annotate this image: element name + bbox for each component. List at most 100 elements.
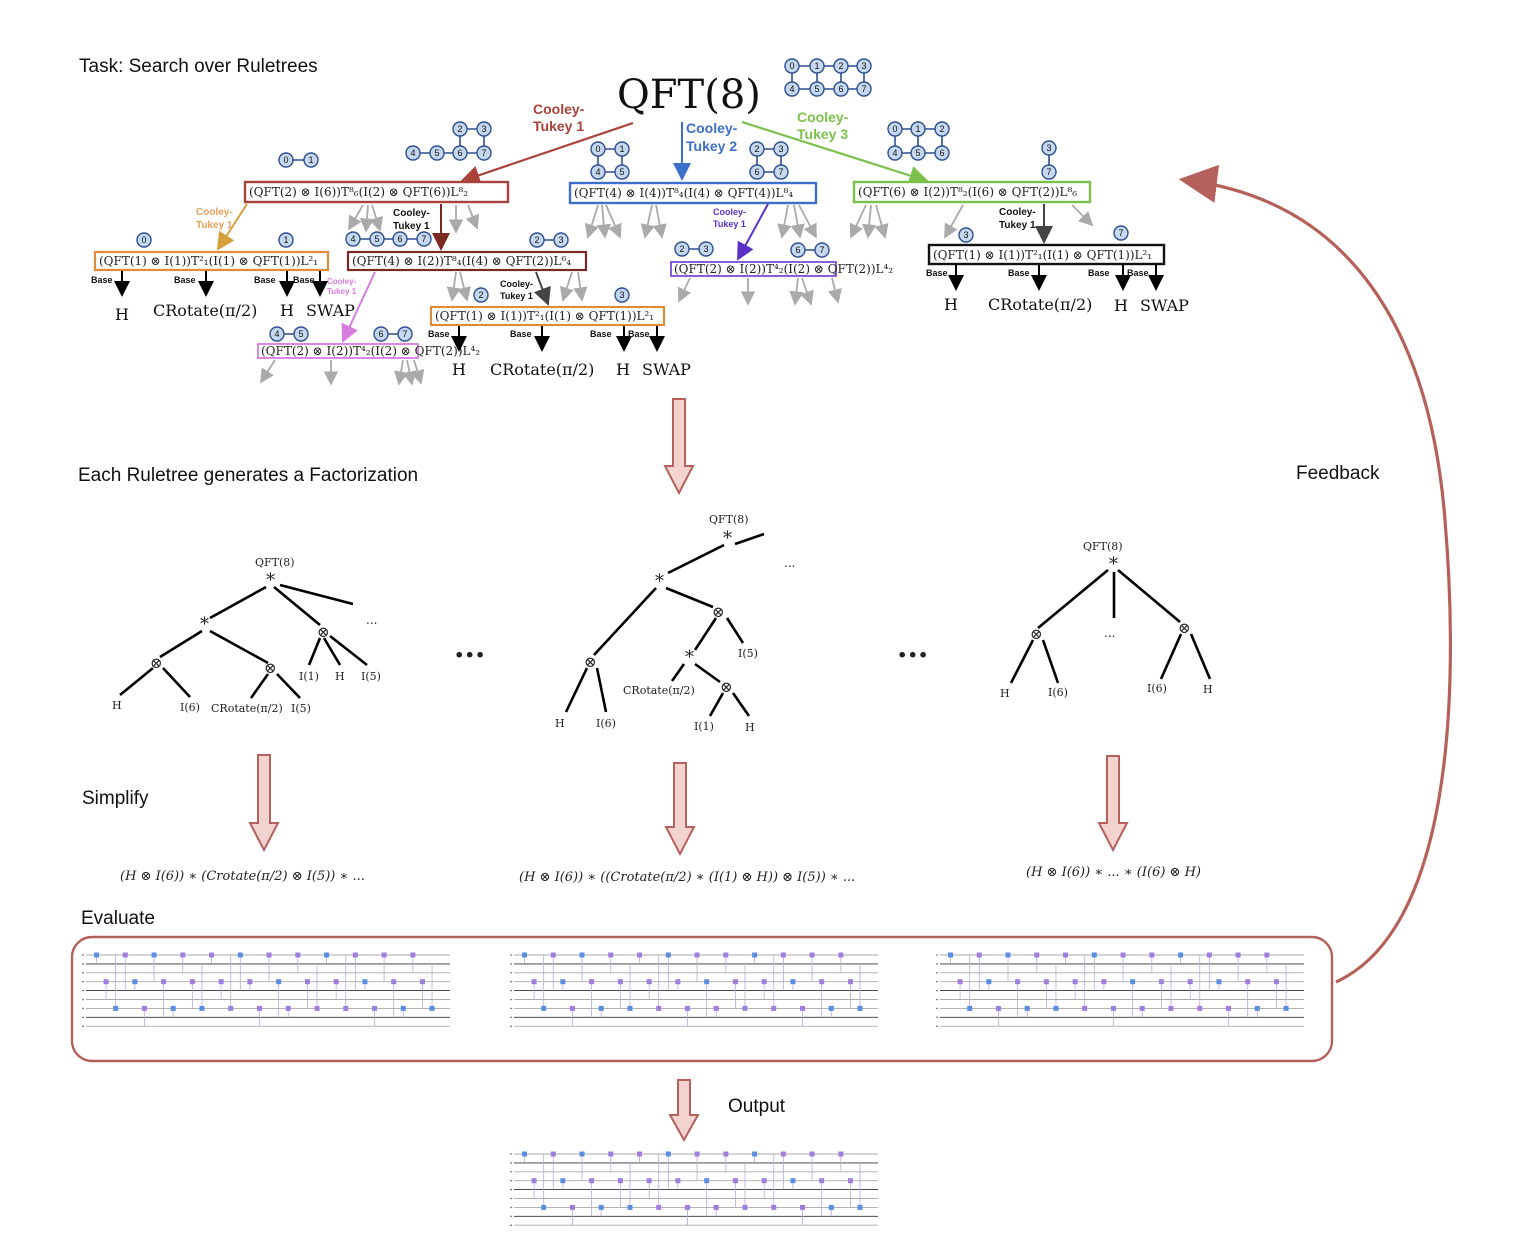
svg-text:2: 2 — [679, 244, 684, 254]
svg-text:H: H — [944, 295, 958, 314]
svg-text:Tukey 1: Tukey 1 — [500, 291, 533, 301]
svg-text:0: 0 — [283, 155, 288, 165]
ck1-pink-label: Cooley- Tukey 1 — [327, 277, 357, 296]
svg-text:2: 2 — [457, 124, 462, 134]
svg-text:6: 6 — [838, 84, 843, 94]
svg-text:Tukey 1: Tukey 1 — [196, 220, 233, 231]
formula-box-orange-left — [93, 250, 330, 272]
circuit-diagram-1 — [82, 952, 450, 1027]
svg-text:⊗: ⊗ — [317, 623, 330, 641]
svg-text:SWAP: SWAP — [306, 301, 355, 320]
svg-text:3: 3 — [1046, 143, 1051, 153]
svg-text:I(5): I(5) — [291, 702, 311, 715]
ck1-orange-mid-label: Cooley- Tukey 1 — [500, 279, 533, 301]
base-labels-left: Base Base Base Base — [91, 275, 315, 285]
svg-text:*: * — [1109, 554, 1118, 575]
svg-text:Base: Base — [1088, 268, 1110, 278]
svg-text:5: 5 — [434, 148, 439, 158]
svg-text:Base: Base — [174, 275, 196, 285]
svg-text:H: H — [1114, 296, 1128, 315]
svg-text:⊗: ⊗ — [720, 678, 733, 696]
svg-text:3: 3 — [963, 230, 968, 240]
down-arrow-3 — [664, 762, 696, 857]
svg-text:3: 3 — [481, 124, 486, 134]
svg-text:Base: Base — [1127, 268, 1149, 278]
svg-text:I(6): I(6) — [180, 701, 200, 714]
svg-text:6: 6 — [378, 329, 383, 339]
svg-text:⊗: ⊗ — [150, 654, 163, 672]
formula-green: (QFT(6) ⊗ I(2))T⁸₂(I(6) ⊗ QFT(2))L⁸₆ — [858, 185, 1077, 199]
svg-text:1: 1 — [308, 155, 313, 165]
svg-text:Cooley-: Cooley- — [533, 101, 585, 117]
ck1-darkred-label: Cooley- Tukey 1 — [393, 208, 430, 232]
svg-text:5: 5 — [915, 148, 920, 158]
leaves-right: H CRotate(π/2) H SWAP — [944, 295, 1189, 315]
qubit-graph-37: 37 — [1041, 140, 1057, 180]
svg-text:I(5): I(5) — [361, 670, 381, 683]
svg-text:4: 4 — [595, 167, 600, 177]
formula-black: (QFT(1) ⊗ I(1))T²₁(I(1) ⊗ QFT(1))L²₁ — [933, 248, 1152, 262]
svg-text:4: 4 — [350, 234, 355, 244]
svg-text:SWAP: SWAP — [1140, 296, 1189, 315]
feedback-arrow — [1178, 164, 1453, 984]
svg-text:5: 5 — [619, 167, 624, 177]
svg-text:*: * — [685, 647, 694, 668]
svg-text:⊗: ⊗ — [1030, 625, 1043, 643]
svg-text:*: * — [266, 570, 275, 591]
svg-text:3: 3 — [861, 61, 866, 71]
svg-text:7: 7 — [1118, 228, 1123, 238]
svg-text:Tukey 1: Tukey 1 — [999, 220, 1036, 231]
svg-text:CRotate(π/2): CRotate(π/2) — [211, 702, 283, 715]
svg-text:7: 7 — [402, 329, 407, 339]
svg-text:I(6): I(6) — [1147, 682, 1167, 695]
svg-text:2: 2 — [534, 235, 539, 245]
svg-text:...: ... — [784, 556, 795, 570]
svg-text:Tukey 1: Tukey 1 — [713, 219, 746, 229]
svg-text:3: 3 — [558, 235, 563, 245]
svg-text:*: * — [200, 614, 209, 635]
svg-text:Base: Base — [91, 275, 113, 285]
base-labels-right: Base Base Base Base — [926, 268, 1149, 278]
ck1-orange-arrow — [216, 203, 248, 251]
svg-text:Base: Base — [510, 329, 532, 339]
svg-text:*: * — [655, 571, 664, 592]
svg-text:Tukey 3: Tukey 3 — [797, 126, 848, 142]
formula-box-red — [243, 180, 510, 204]
svg-text:...: ... — [366, 613, 377, 627]
svg-text:1: 1 — [915, 124, 920, 134]
svg-text:H: H — [280, 301, 294, 320]
ck1-orange-mid-arrow — [533, 271, 551, 306]
svg-text:⊗: ⊗ — [264, 659, 277, 677]
qubit-graph-0: 0 — [136, 232, 152, 248]
svg-text:CRotate(π/2): CRotate(π/2) — [988, 295, 1092, 314]
svg-text:⊗: ⊗ — [584, 653, 597, 671]
svg-text:H: H — [745, 721, 755, 734]
svg-text:Base: Base — [628, 329, 650, 339]
svg-text:3: 3 — [619, 290, 624, 300]
factorization-label: Each Ruletree generates a Factorization — [78, 465, 418, 486]
svg-text:Base: Base — [428, 329, 450, 339]
factor-tree-2: QFT(8) * ... * ⊗ I(5) * CRotate(π/2) ⊗ I… — [555, 513, 795, 734]
svg-text:6: 6 — [795, 245, 800, 255]
svg-text:4: 4 — [789, 84, 794, 94]
down-arrow-4 — [1097, 755, 1129, 853]
ck2-label: Cooley- Tukey 2 — [686, 120, 738, 154]
svg-text:Cooley-: Cooley- — [686, 120, 738, 136]
svg-text:1: 1 — [814, 61, 819, 71]
circuit-diagram-output — [510, 1151, 878, 1226]
svg-text:Cooley-: Cooley- — [797, 109, 849, 125]
ck3-label: Cooley- Tukey 3 — [797, 109, 849, 142]
leaves-left: H CRotate(π/2) H SWAP — [115, 301, 355, 324]
svg-text:I(6): I(6) — [1048, 686, 1068, 699]
base-arrows-left — [114, 271, 328, 297]
